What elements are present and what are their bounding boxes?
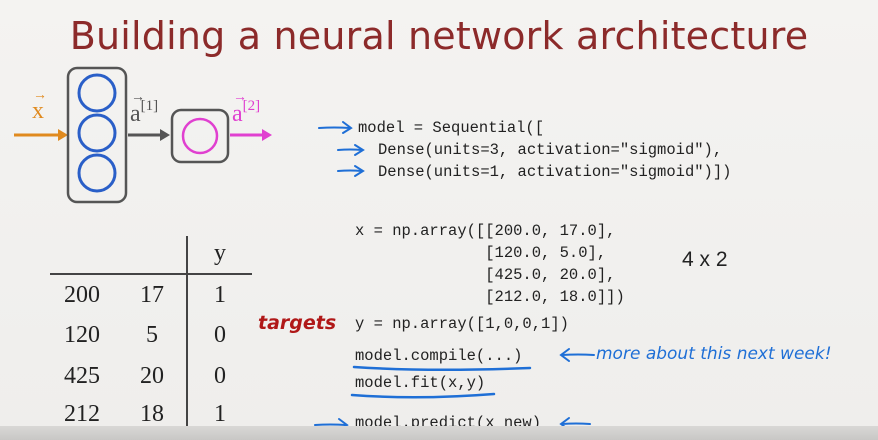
targets-annotation: targets — [258, 312, 337, 334]
hidden-arrow — [128, 129, 170, 141]
table-cell: 425 — [64, 363, 100, 389]
table-cell: 212 — [64, 401, 100, 427]
code-pointer-arrows — [318, 121, 365, 177]
vector-arrow-icon: → — [233, 90, 247, 105]
input-label: → x — [32, 88, 47, 124]
output-arrow — [230, 129, 272, 141]
layer1-output-label: → a[1] — [130, 90, 159, 127]
code-x-line4: [212.0, 18.0]]) — [355, 288, 625, 306]
table-cell: 5 — [146, 322, 158, 348]
code-x-line3: [425.0, 20.0], — [355, 266, 616, 284]
code-x-line1: x = np.array([[200.0, 17.0], — [355, 222, 616, 240]
vector-arrow-icon: → — [33, 88, 47, 103]
page-title: Building a neural network architecture — [69, 14, 809, 58]
handwritten-underlines — [350, 365, 532, 399]
table-horizontal-divider — [50, 273, 252, 275]
table-cell: 0 — [214, 363, 226, 389]
next-week-arrow — [559, 348, 595, 362]
vector-arrow-icon: → — [131, 90, 145, 105]
layer2-neuron — [181, 117, 219, 155]
table-cell: 200 — [64, 282, 100, 308]
code-model-line1: model = Sequential([ — [358, 119, 545, 137]
layer1-neuron-1 — [77, 73, 117, 113]
video-bottom-shadow — [0, 426, 878, 440]
code-model-line3: Dense(units=1, activation="sigmoid")]) — [378, 163, 732, 181]
layer1-neuron-2 — [77, 113, 117, 153]
network-diagram — [14, 66, 272, 204]
table-cell: 20 — [140, 363, 164, 389]
table-cell: 17 — [140, 282, 164, 308]
code-fit-line: model.fit(x,y) — [355, 374, 486, 392]
table-vertical-divider — [186, 236, 188, 426]
table-cell: 0 — [214, 322, 226, 348]
layer2-box — [170, 108, 230, 164]
code-compile-line: model.compile(...) — [355, 347, 523, 365]
table-header-y: y — [214, 240, 226, 266]
input-arrow — [14, 129, 68, 141]
layer1-neuron-3 — [77, 153, 117, 193]
layer1-box — [66, 66, 128, 204]
code-y-line: y = np.array([1,0,0,1]) — [355, 315, 569, 333]
next-week-annotation: more about this next week! — [596, 344, 832, 364]
layer2-output-label: → a[2] — [232, 90, 261, 127]
code-x-line2: [120.0, 5.0], — [355, 244, 607, 262]
table-cell: 1 — [214, 401, 226, 427]
table-cell: 1 — [214, 282, 226, 308]
table-cell: 18 — [140, 401, 164, 427]
training-table: y 200 17 1 120 5 0 425 20 0 212 18 1 — [50, 232, 260, 432]
shape-label: 4 x 2 — [682, 248, 728, 271]
code-model-line2: Dense(units=3, activation="sigmoid"), — [378, 141, 723, 159]
table-cell: 120 — [64, 322, 100, 348]
